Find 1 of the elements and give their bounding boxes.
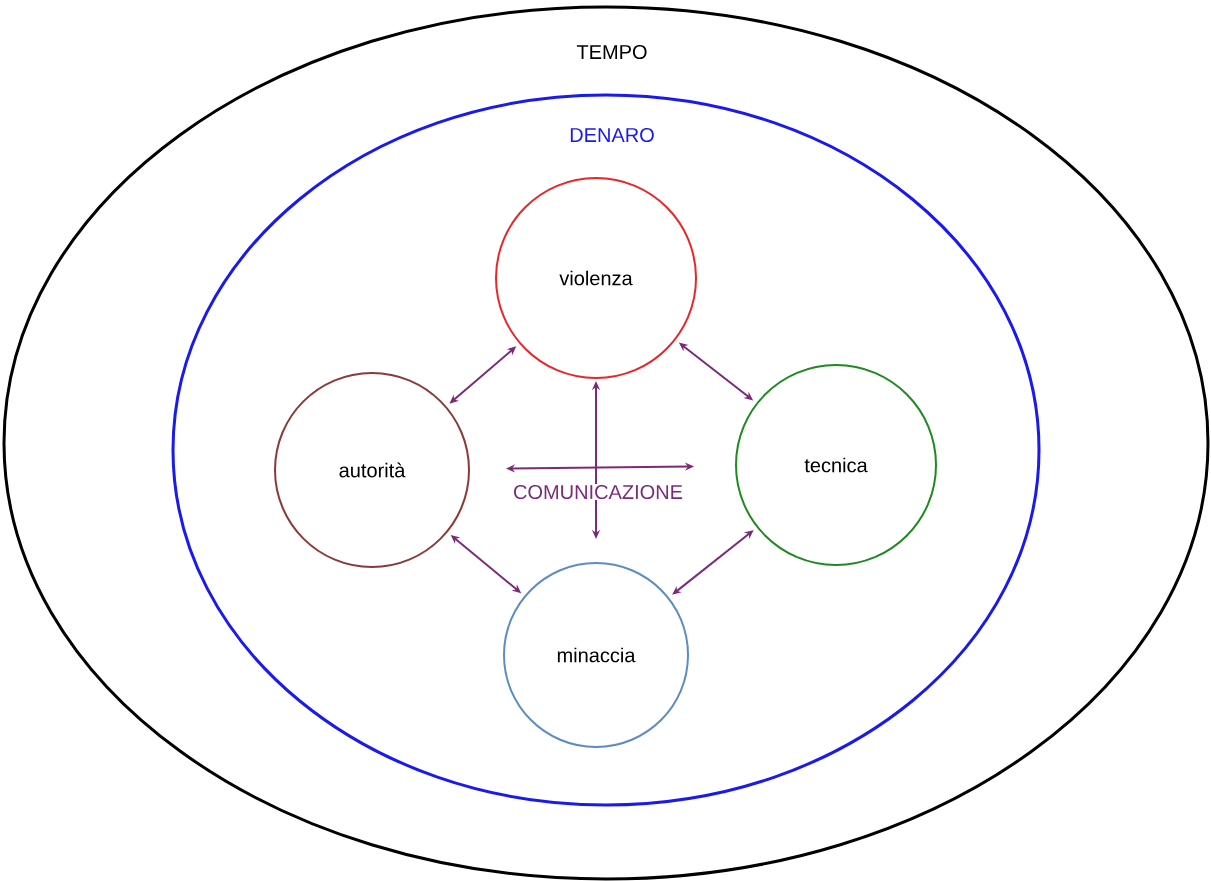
center-label: COMUNICAZIONE	[512, 483, 684, 501]
